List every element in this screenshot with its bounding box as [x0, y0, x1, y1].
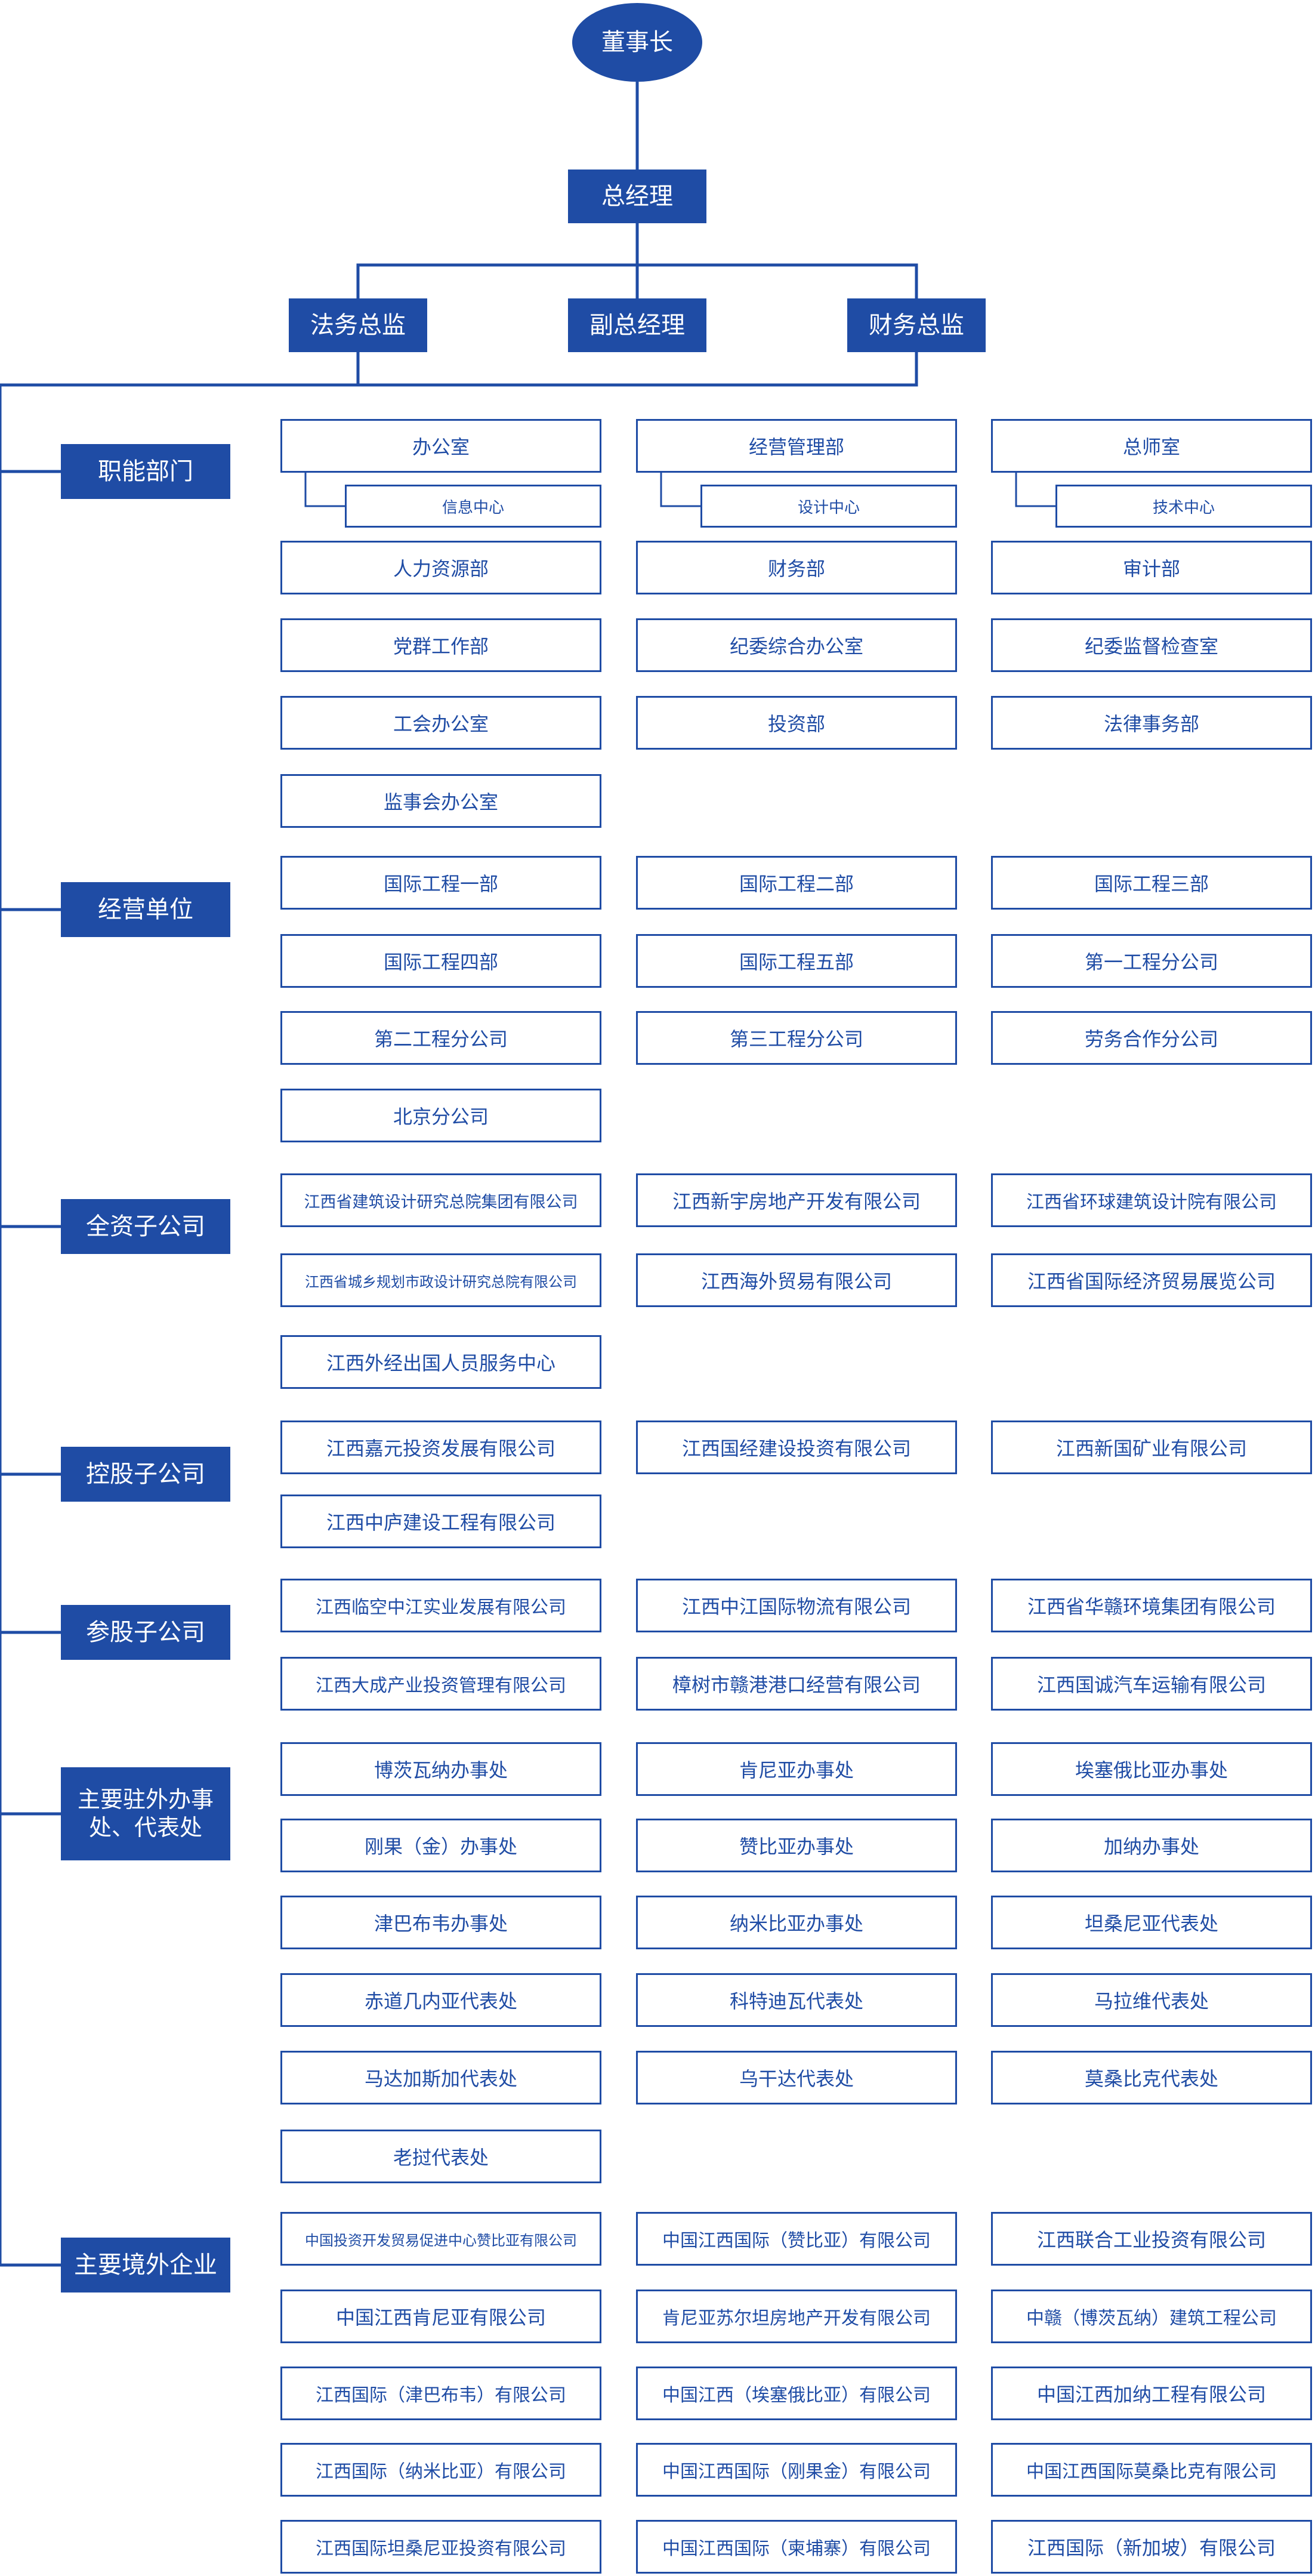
section-label-1: 职能部门 — [61, 444, 230, 499]
chairman-node: 董事长 — [572, 3, 702, 82]
unit-box-1-2-1: 人力资源部 — [280, 541, 601, 594]
unit-box-7-3-2: 中国江西（埃塞俄比亚）有限公司 — [636, 2367, 957, 2420]
unit-box-2-1-1: 国际工程一部 — [280, 856, 601, 910]
main-trunk-line — [0, 383, 916, 2265]
sub-connector-1 — [304, 473, 345, 507]
unit-box-6-1-3: 埃塞俄比亚办事处 — [991, 1742, 1312, 1796]
unit-box-7-5-3: 江西国际（新加坡）有限公司 — [991, 2520, 1312, 2574]
section-label-7: 主要境外企业 — [61, 2238, 230, 2292]
unit-box-6-5-1: 马达加斯加代表处 — [280, 2051, 601, 2104]
unit-box-2-3-3: 劳务合作分公司 — [991, 1011, 1312, 1065]
unit-box-7-5-1: 江西国际坦桑尼亚投资有限公司 — [280, 2520, 601, 2574]
unit-box-5-1-2: 江西中江国际物流有限公司 — [636, 1579, 957, 1632]
unit-box-6-2-2: 赞比亚办事处 — [636, 1819, 957, 1872]
unit-box-7-4-1: 江西国际（纳米比亚）有限公司 — [280, 2443, 601, 2497]
unit-box-5-2-3: 江西国诚汽车运输有限公司 — [991, 1657, 1312, 1711]
unit-box-6-1-1: 博茨瓦纳办事处 — [280, 1742, 601, 1796]
unit-box-4-2-1: 江西中庐建设工程有限公司 — [280, 1495, 601, 1548]
unit-box-7-1-2: 中国江西国际（赞比亚）有限公司 — [636, 2212, 957, 2266]
unit-box-7-4-2: 中国江西国际（刚果金）有限公司 — [636, 2443, 957, 2497]
section-label-3: 全资子公司 — [61, 1199, 230, 1254]
section-label-6: 主要驻外办事处、代表处 — [61, 1767, 230, 1860]
unit-box-6-3-1: 津巴布韦办事处 — [280, 1896, 601, 1949]
unit-box-6-3-2: 纳米比亚办事处 — [636, 1896, 957, 1949]
unit-box-6-4-1: 赤道几内亚代表处 — [280, 1973, 601, 2027]
unit-box-2-1-2: 国际工程二部 — [636, 856, 957, 910]
unit-box-5-2-2: 樟树市赣港港口经营有限公司 — [636, 1657, 957, 1711]
directors-bottom-line — [356, 352, 918, 387]
unit-box-6-1-2: 肯尼亚办事处 — [636, 1742, 957, 1796]
unit-box-1-1-2: 经营管理部 — [636, 419, 957, 473]
unit-box-6-2-3: 加纳办事处 — [991, 1819, 1312, 1872]
general-manager-node: 总经理 — [568, 170, 706, 223]
sub-connector-2 — [660, 473, 700, 507]
deputy-gm-node: 副总经理 — [568, 298, 706, 352]
unit-box-5-1-1: 江西临空中江实业发展有限公司 — [280, 1579, 601, 1632]
unit-box-7-1-3: 江西联合工业投资有限公司 — [991, 2212, 1312, 2266]
unit-box-2-2-2: 国际工程五部 — [636, 934, 957, 988]
unit-box-6-5-3: 莫桑比克代表处 — [991, 2051, 1312, 2104]
unit-box-6-5-2: 乌干达代表处 — [636, 2051, 957, 2104]
unit-box-3-3-1: 江西外经出国人员服务中心 — [280, 1335, 601, 1389]
unit-box-7-4-3: 中国江西国际莫桑比克有限公司 — [991, 2443, 1312, 2497]
unit-box-1-4-3: 法律事务部 — [991, 696, 1312, 750]
sub-connector-3 — [1015, 473, 1055, 507]
unit-box-1-3-3: 纪委监督检查室 — [991, 618, 1312, 672]
unit-box-3-2-3: 江西省国际经济贸易展览公司 — [991, 1253, 1312, 1307]
unit-box-6-6-1: 老挝代表处 — [280, 2130, 601, 2183]
unit-box-3-2-1: 江西省城乡规划市政设计研究总院有限公司 — [280, 1253, 601, 1307]
gm-branch-line — [356, 263, 918, 298]
unit-box-4-1-2: 江西国经建设投资有限公司 — [636, 1421, 957, 1474]
unit-box-2-2-3: 第一工程分公司 — [991, 934, 1312, 988]
unit-box-4-1-1: 江西嘉元投资发展有限公司 — [280, 1421, 601, 1474]
unit-box-6-4-2: 科特迪瓦代表处 — [636, 1973, 957, 2027]
unit-box-6-3-3: 坦桑尼亚代表处 — [991, 1896, 1312, 1949]
sub-unit-box-1: 信息中心 — [345, 485, 601, 528]
unit-box-2-3-1: 第二工程分公司 — [280, 1011, 601, 1065]
unit-box-3-2-2: 江西海外贸易有限公司 — [636, 1253, 957, 1307]
unit-box-3-1-2: 江西新宇房地产开发有限公司 — [636, 1173, 957, 1227]
unit-box-2-2-1: 国际工程四部 — [280, 934, 601, 988]
unit-box-1-2-2: 财务部 — [636, 541, 957, 594]
legal-director-node: 法务总监 — [289, 298, 427, 352]
unit-box-1-1-3: 总师室 — [991, 419, 1312, 473]
unit-box-1-3-2: 纪委综合办公室 — [636, 618, 957, 672]
section-label-4: 控股子公司 — [61, 1447, 230, 1502]
unit-box-1-4-1: 工会办公室 — [280, 696, 601, 750]
sub-unit-box-2: 设计中心 — [700, 485, 957, 528]
unit-box-7-1-1: 中国投资开发贸易促进中心赞比亚有限公司 — [280, 2212, 601, 2266]
finance-director-node: 财务总监 — [847, 298, 986, 352]
unit-box-1-1-1: 办公室 — [280, 419, 601, 473]
unit-box-6-4-3: 马拉维代表处 — [991, 1973, 1312, 2027]
section-label-5: 参股子公司 — [61, 1605, 230, 1660]
unit-box-2-3-2: 第三工程分公司 — [636, 1011, 957, 1065]
unit-box-7-5-2: 中国江西国际（柬埔寨）有限公司 — [636, 2520, 957, 2574]
unit-box-7-2-3: 中赣（博茨瓦纳）建筑工程公司 — [991, 2290, 1312, 2343]
unit-box-1-5-1: 监事会办公室 — [280, 774, 601, 828]
sub-unit-box-3: 技术中心 — [1055, 485, 1312, 528]
unit-box-3-1-1: 江西省建筑设计研究总院集团有限公司 — [280, 1173, 601, 1227]
unit-box-2-4-1: 北京分公司 — [280, 1089, 601, 1142]
unit-box-5-2-1: 江西大成产业投资管理有限公司 — [280, 1657, 601, 1711]
unit-box-1-2-3: 审计部 — [991, 541, 1312, 594]
unit-box-4-1-3: 江西新国矿业有限公司 — [991, 1421, 1312, 1474]
unit-box-1-4-2: 投资部 — [636, 696, 957, 750]
unit-box-6-2-1: 刚果（金）办事处 — [280, 1819, 601, 1872]
unit-box-3-1-3: 江西省环球建筑设计院有限公司 — [991, 1173, 1312, 1227]
unit-box-1-3-1: 党群工作部 — [280, 618, 601, 672]
unit-box-5-1-3: 江西省华赣环境集团有限公司 — [991, 1579, 1312, 1632]
section-label-2: 经营单位 — [61, 882, 230, 937]
unit-box-7-2-2: 肯尼亚苏尔坦房地产开发有限公司 — [636, 2290, 957, 2343]
unit-box-7-2-1: 中国江西肯尼亚有限公司 — [280, 2290, 601, 2343]
unit-box-7-3-1: 江西国际（津巴布韦）有限公司 — [280, 2367, 601, 2420]
unit-box-2-1-3: 国际工程三部 — [991, 856, 1312, 910]
unit-box-7-3-3: 中国江西加纳工程有限公司 — [991, 2367, 1312, 2420]
